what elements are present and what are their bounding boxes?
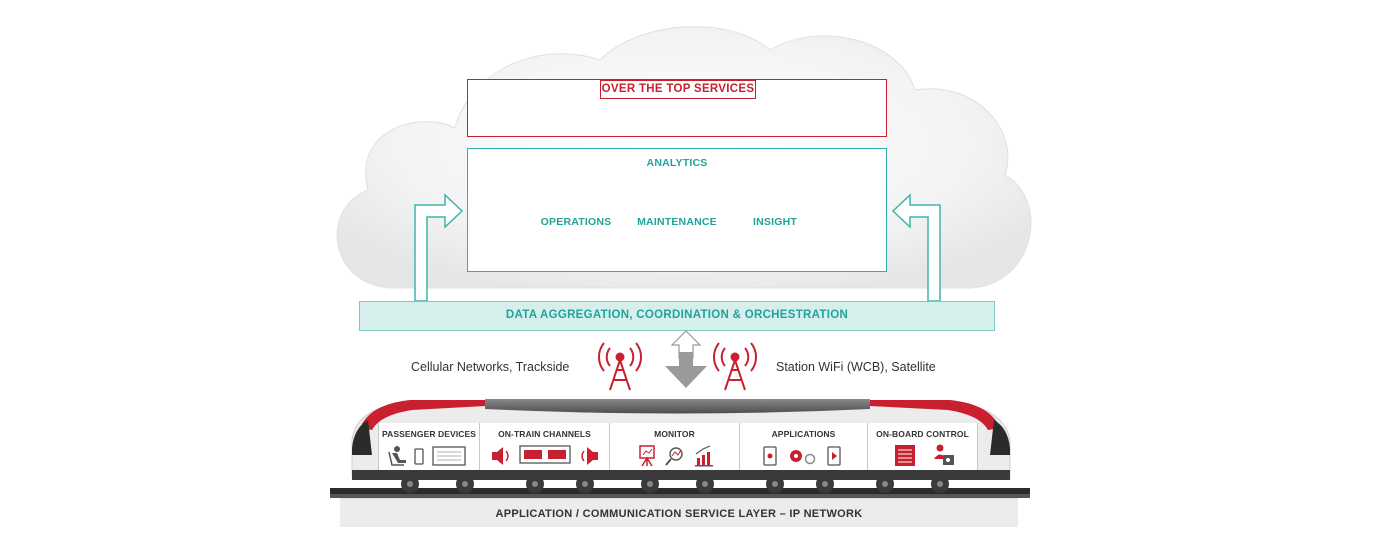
left-up-arrow: [414, 193, 464, 302]
station-wifi-label: Station WiFi (WCB), Satellite: [776, 360, 936, 374]
maintenance-label: MAINTENANCE: [637, 216, 717, 228]
sync-arrow-icon: [665, 330, 707, 388]
panel-title: MONITOR: [654, 429, 695, 439]
panel-title: PASSENGER DEVICES: [381, 429, 477, 439]
service-layer-bar: APPLICATION / COMMUNICATION SERVICE LAYE…: [340, 498, 1018, 527]
insight-label: INSIGHT: [753, 216, 797, 228]
ott-services-title: OVER THE TOP SERVICES: [600, 80, 756, 99]
train-panel-applications: APPLICATIONS: [740, 423, 868, 470]
data-aggregation-bar: DATA AGGREGATION, COORDINATION & ORCHEST…: [359, 301, 995, 331]
cell-tower-icon-left: [597, 342, 643, 391]
right-up-arrow: [891, 193, 941, 302]
analytics-box: [467, 148, 887, 272]
train-panel-monitor: MONITOR: [610, 423, 740, 470]
panel-title: ON-BOARD CONTROL: [876, 429, 969, 439]
train-panel-on-train-channels: ON-TRAIN CHANNELS: [480, 423, 610, 470]
cell-tower-icon-right: [712, 342, 758, 391]
panel-title: ON-TRAIN CHANNELS: [498, 429, 591, 439]
train-panel-on-board-control: ON-BOARD CONTROL: [868, 423, 978, 470]
train-panel-passenger-devices: PASSENGER DEVICES: [378, 423, 480, 470]
cellular-networks-label: Cellular Networks, Trackside: [411, 360, 570, 374]
panel-title: APPLICATIONS: [771, 429, 836, 439]
analytics-title: ANALYTICS: [646, 157, 708, 169]
operations-label: OPERATIONS: [540, 216, 612, 228]
